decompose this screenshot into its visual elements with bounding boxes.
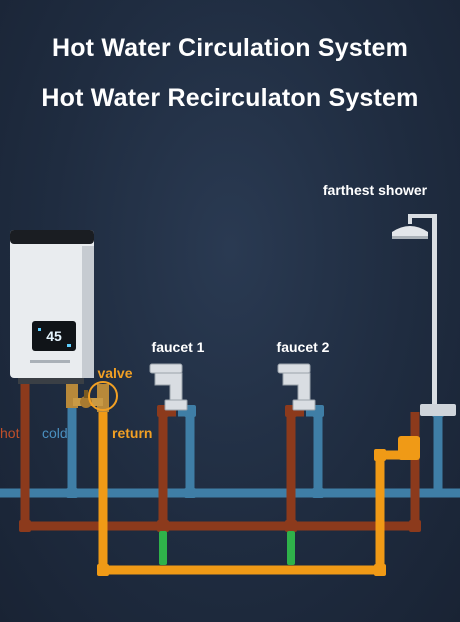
- check-valve-faucet1: [159, 531, 167, 565]
- hot-water-pipes: [20, 378, 420, 531]
- hot-pipe-fittings: [19, 405, 421, 532]
- hot-label: hot: [0, 425, 20, 441]
- heater-display-value: 45: [46, 328, 62, 344]
- farthest-shower-label: farthest shower: [323, 182, 428, 198]
- faucet-1-icon: [149, 363, 188, 411]
- faucet-2-icon: [277, 363, 316, 411]
- title-line-2: Hot Water Recirculaton System: [41, 84, 419, 112]
- heater-display-screen: [32, 321, 76, 351]
- return-shower-riser: [375, 450, 400, 570]
- faucet-2-label: faucet 2: [277, 339, 330, 355]
- shower-icon: [392, 214, 456, 416]
- return-label: return: [112, 425, 152, 441]
- valve-highlight-ring: [88, 381, 118, 411]
- valve-assembly: [66, 381, 118, 412]
- return-pipe-fittings: [97, 436, 420, 576]
- faucet-1-label: faucet 1: [152, 339, 205, 355]
- valve-label: valve: [97, 365, 132, 381]
- cold-label: cold: [42, 425, 68, 441]
- water-heater: 45: [10, 230, 94, 384]
- check-valve-faucet2: [287, 531, 295, 565]
- check-valves: [159, 531, 295, 565]
- title-line-1: Hot Water Circulation System: [51, 34, 409, 62]
